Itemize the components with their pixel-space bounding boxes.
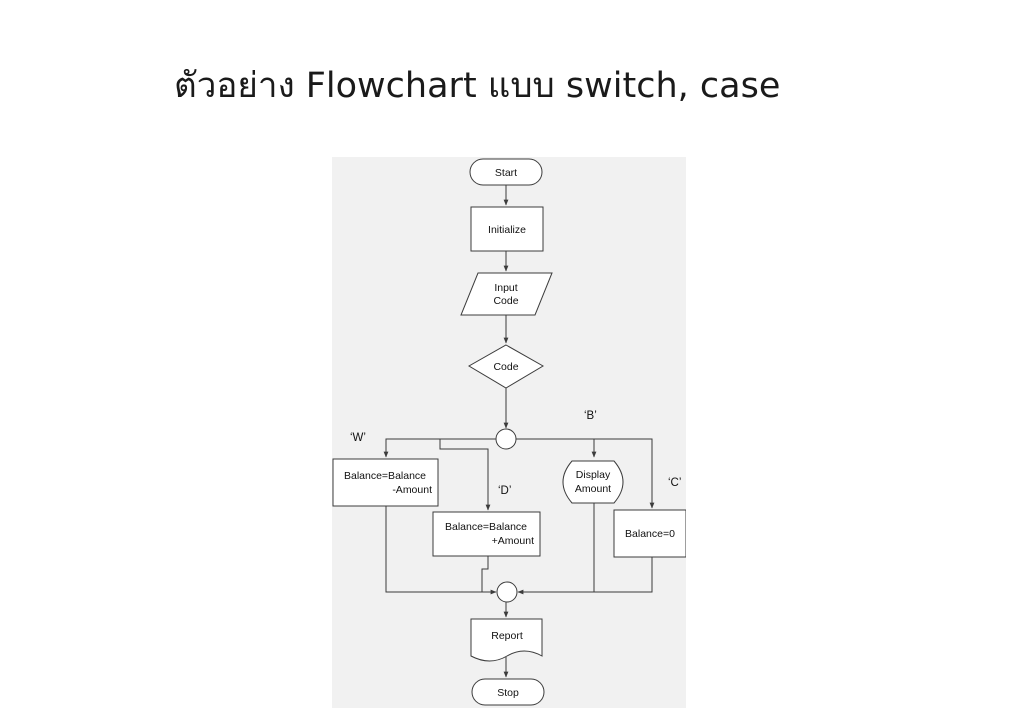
withdraw-label-line1: Balance=Balance bbox=[344, 470, 426, 482]
clear-balance-label: Balance=0 bbox=[625, 528, 675, 540]
flowchart-diagram: Start Initialize Input Code Code ‘W’ ‘B’… bbox=[332, 157, 686, 708]
edge-case-b bbox=[516, 438, 597, 458]
edge-case-w bbox=[383, 438, 496, 458]
deposit-label-line2: +Amount bbox=[492, 535, 534, 547]
report-label: Report bbox=[491, 630, 523, 642]
stop-node: Stop bbox=[471, 678, 545, 706]
stop-label: Stop bbox=[497, 687, 519, 699]
start-label: Start bbox=[495, 167, 517, 179]
edge-case-c bbox=[594, 438, 655, 509]
case-label-c: ‘C’ bbox=[668, 477, 681, 489]
withdraw-label-line2: -Amount bbox=[392, 484, 432, 496]
edge-deposit-merge bbox=[481, 556, 496, 593]
report-node: Report bbox=[470, 618, 543, 662]
merge-connector bbox=[496, 581, 518, 603]
deposit-node: Balance=Balance +Amount bbox=[432, 511, 541, 557]
input-label-line1: Input bbox=[494, 282, 517, 294]
withdraw-node: Balance=Balance -Amount bbox=[332, 458, 439, 507]
edge-clear-merge bbox=[594, 557, 653, 593]
case-label-d: ‘D’ bbox=[498, 485, 511, 497]
case-label-w: ‘W’ bbox=[350, 432, 366, 444]
slide-title: ตัวอย่าง Flowchart แบบ switch, case bbox=[174, 66, 781, 106]
edge-case-d bbox=[439, 438, 496, 511]
flowchart-edges bbox=[383, 185, 655, 678]
decision-label: Code bbox=[493, 361, 518, 373]
edge-withdraw-merge bbox=[385, 506, 497, 595]
display-node: Display Amount bbox=[562, 460, 624, 504]
input-label-line2: Code bbox=[493, 295, 518, 307]
case-label-b: ‘B’ bbox=[584, 410, 597, 422]
deposit-label-line1: Balance=Balance bbox=[445, 521, 527, 533]
initialize-node: Initialize bbox=[470, 206, 544, 252]
input-node: Input Code bbox=[460, 272, 553, 316]
display-label-line2: Amount bbox=[575, 483, 611, 495]
decision-node: Code bbox=[468, 344, 544, 389]
clear-balance-node: Balance=0 bbox=[613, 509, 686, 558]
switch-connector bbox=[495, 428, 517, 450]
start-node: Start bbox=[469, 158, 543, 186]
initialize-label: Initialize bbox=[488, 224, 526, 236]
display-label-line1: Display bbox=[576, 469, 611, 481]
